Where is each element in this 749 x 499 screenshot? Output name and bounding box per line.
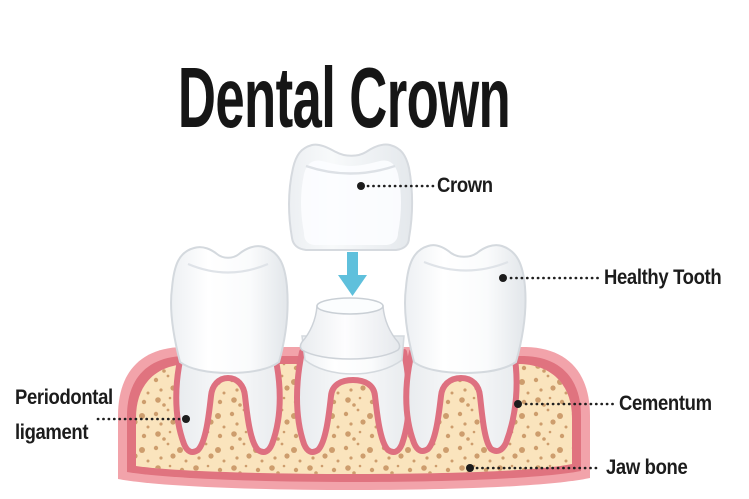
periodontal-ligament-label: Periodontal ligament — [15, 380, 113, 450]
left-tooth-roots — [173, 349, 283, 455]
right-healthy-tooth — [403, 244, 527, 375]
tooth-roots — [173, 349, 520, 455]
prepared-tooth-roots — [294, 349, 412, 455]
dental-crown-cap — [288, 143, 413, 251]
healthy-tooth-label: Healthy Tooth — [604, 266, 722, 289]
left-tooth-crown — [169, 245, 289, 375]
left-healthy-tooth — [169, 245, 289, 375]
cementum-label: Cementum — [619, 392, 712, 415]
down-arrow-icon — [338, 252, 367, 296]
cementum-leader-dot — [514, 400, 522, 408]
crown-cap-highlight — [301, 160, 401, 245]
crown-cap-contour-line — [305, 164, 396, 175]
crown-leader-dot — [357, 182, 365, 190]
right-tooth-crown — [403, 244, 527, 375]
page-title: Dental Crown — [177, 51, 511, 146]
crown-label: Crown — [437, 174, 493, 197]
right-tooth-roots — [403, 349, 520, 454]
left-tooth-cusp-line — [187, 262, 269, 274]
healthy-tooth-leader-dot — [499, 274, 507, 282]
prepared-tooth-stub-top — [316, 297, 384, 315]
leader-lines — [96, 184, 615, 470]
periodontal-ligament-label-line1: Periodontal — [15, 386, 113, 409]
prepared-tooth — [299, 297, 405, 375]
periodontal-leader-dot — [182, 415, 190, 423]
leader-dots — [182, 182, 522, 472]
jaw-bone-leader-dot — [466, 464, 474, 472]
prepared-tooth-stub — [299, 305, 401, 360]
right-tooth-cusp-line — [423, 260, 509, 272]
jaw-bone-label: Jaw bone — [606, 456, 688, 479]
periodontal-ligament-label-line2: ligament — [15, 421, 89, 444]
